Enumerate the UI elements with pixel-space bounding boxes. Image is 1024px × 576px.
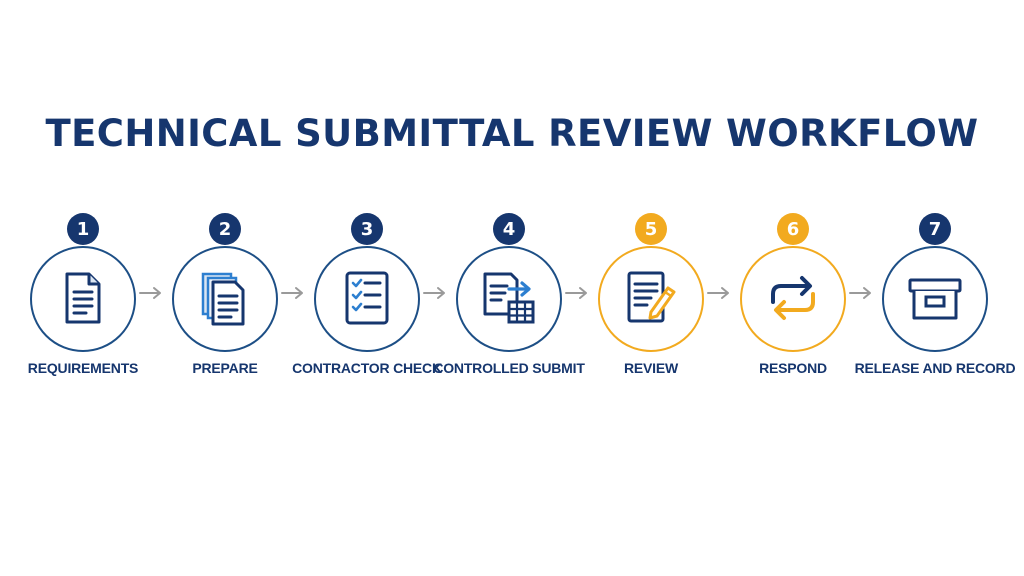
step-review: 5 REVIEW <box>576 212 726 382</box>
step-release-and-record: 7 RELEASE AND RECORD <box>855 212 1016 382</box>
arrow-right-icon <box>281 287 303 299</box>
step-circle <box>314 246 420 352</box>
step-circle <box>172 246 278 352</box>
step-number-badge: 5 <box>635 213 667 245</box>
step-circle <box>598 246 704 352</box>
arrow-right-icon <box>139 287 161 299</box>
step-label: RELEASE AND RECORD <box>854 360 1016 376</box>
document-edit-icon <box>627 271 676 323</box>
step-respond: 6 RESPOND <box>718 212 868 382</box>
step-requirements: 1 REQUIREMENTS <box>8 212 158 382</box>
step-number-badge: 7 <box>919 213 951 245</box>
step-label: PREPARE <box>192 360 258 376</box>
document-icon <box>65 272 101 324</box>
page-title: TECHNICAL SUBMITTAL REVIEW WORKFLOW <box>45 112 979 155</box>
arrow-right-icon <box>565 287 587 299</box>
step-label: RESPOND <box>759 360 827 376</box>
arrow-right-icon <box>849 287 871 299</box>
step-label: REQUIREMENTS <box>27 360 139 376</box>
step-prepare: 2 PREPARE <box>150 212 300 382</box>
step-number-badge: 3 <box>351 213 383 245</box>
document-transfer-icon <box>483 272 535 324</box>
checklist-icon <box>345 271 389 325</box>
step-controlled-submit: 4 CONTROLLED SUBMIT <box>433 212 585 382</box>
step-number-badge: 6 <box>777 213 809 245</box>
cycle-arrows-icon <box>771 276 815 320</box>
archive-box-icon <box>908 278 962 320</box>
step-label: CONTRACTOR CHECK <box>292 360 442 376</box>
step-circle <box>740 246 846 352</box>
step-number-badge: 2 <box>209 213 241 245</box>
arrow-right-icon <box>423 287 445 299</box>
step-number-badge: 1 <box>67 213 99 245</box>
step-contractor-check: 3 CONTRACTOR CHECK <box>292 212 442 382</box>
step-label: REVIEW <box>623 360 679 376</box>
step-label: CONTROLLED SUBMIT <box>433 360 585 376</box>
arrow-right-icon <box>707 287 729 299</box>
step-number-badge: 4 <box>493 213 525 245</box>
document-stack-icon <box>201 272 245 326</box>
